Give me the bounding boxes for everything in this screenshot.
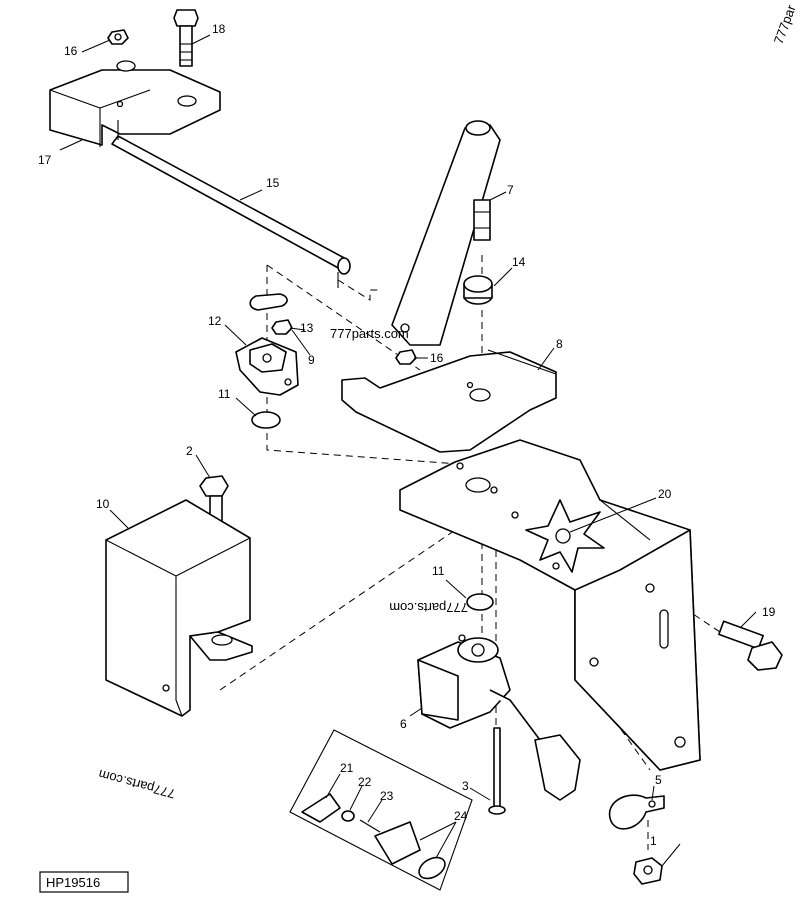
callout-6: 6 xyxy=(400,717,407,731)
callout-16-mid: 16 xyxy=(430,351,444,365)
watermark-inset: 777parts.com xyxy=(97,767,177,802)
callout-17: 17 xyxy=(38,153,52,167)
star-washer-20 xyxy=(525,499,605,573)
cover-10 xyxy=(105,499,253,717)
bolt-19 xyxy=(718,620,783,671)
pin-7 xyxy=(473,199,491,241)
callout-2: 2 xyxy=(186,444,193,458)
nut-16-top xyxy=(107,29,129,45)
callout-14: 14 xyxy=(512,255,526,269)
callout-11-upper: 11 xyxy=(218,387,231,401)
sensor-6 xyxy=(417,634,581,801)
watermark-lower: 777parts.com xyxy=(389,600,468,615)
callout-18: 18 xyxy=(212,22,226,36)
o-ring-11-upper xyxy=(251,411,281,429)
nut-13 xyxy=(271,319,293,335)
lever-12 xyxy=(235,337,299,396)
callout-19: 19 xyxy=(762,605,776,619)
callout-5: 5 xyxy=(655,773,662,787)
nut-16-mid xyxy=(395,349,417,365)
bushing-14 xyxy=(463,275,493,305)
callout-8: 8 xyxy=(556,337,563,351)
callout-24: 24 xyxy=(454,809,468,823)
callout-22: 22 xyxy=(358,775,372,789)
leader-lines xyxy=(59,34,757,867)
callout-12: 12 xyxy=(208,314,222,328)
lever-arm xyxy=(391,120,501,346)
figure-id: HP19516 xyxy=(39,871,129,893)
connector-kit-inset xyxy=(289,729,473,891)
rod-15 xyxy=(111,120,351,288)
mounting-bracket xyxy=(399,439,701,771)
callout-21: 21 xyxy=(340,761,354,775)
o-ring-11-lower xyxy=(466,593,494,611)
plate-8 xyxy=(341,349,557,453)
callout-15: 15 xyxy=(266,176,280,190)
callout-10: 10 xyxy=(96,497,110,511)
callout-7: 7 xyxy=(507,183,514,197)
callout-labels: 1 2 3 5 6 7 8 9 10 11 11 12 13 14 15 16 … xyxy=(38,22,776,848)
bolt-3 xyxy=(488,727,506,815)
e-clip xyxy=(249,293,288,311)
callout-3: 3 xyxy=(462,779,469,793)
callout-13: 13 xyxy=(300,321,314,335)
watermark-corner: 777par xyxy=(771,2,799,46)
figure-id-text: HP19516 xyxy=(46,875,100,890)
watermark-mid: 777parts.com xyxy=(330,326,409,341)
callout-11-lower: 11 xyxy=(432,564,445,578)
callout-23: 23 xyxy=(380,789,394,803)
bolt-18 xyxy=(173,9,199,67)
clamp-5 xyxy=(608,794,665,830)
callout-9: 9 xyxy=(308,353,315,367)
callout-1: 1 xyxy=(650,834,657,848)
callout-16-top: 16 xyxy=(64,44,78,58)
callout-20: 20 xyxy=(658,487,672,501)
bracket-17 xyxy=(49,60,221,147)
nut-1 xyxy=(633,857,663,885)
